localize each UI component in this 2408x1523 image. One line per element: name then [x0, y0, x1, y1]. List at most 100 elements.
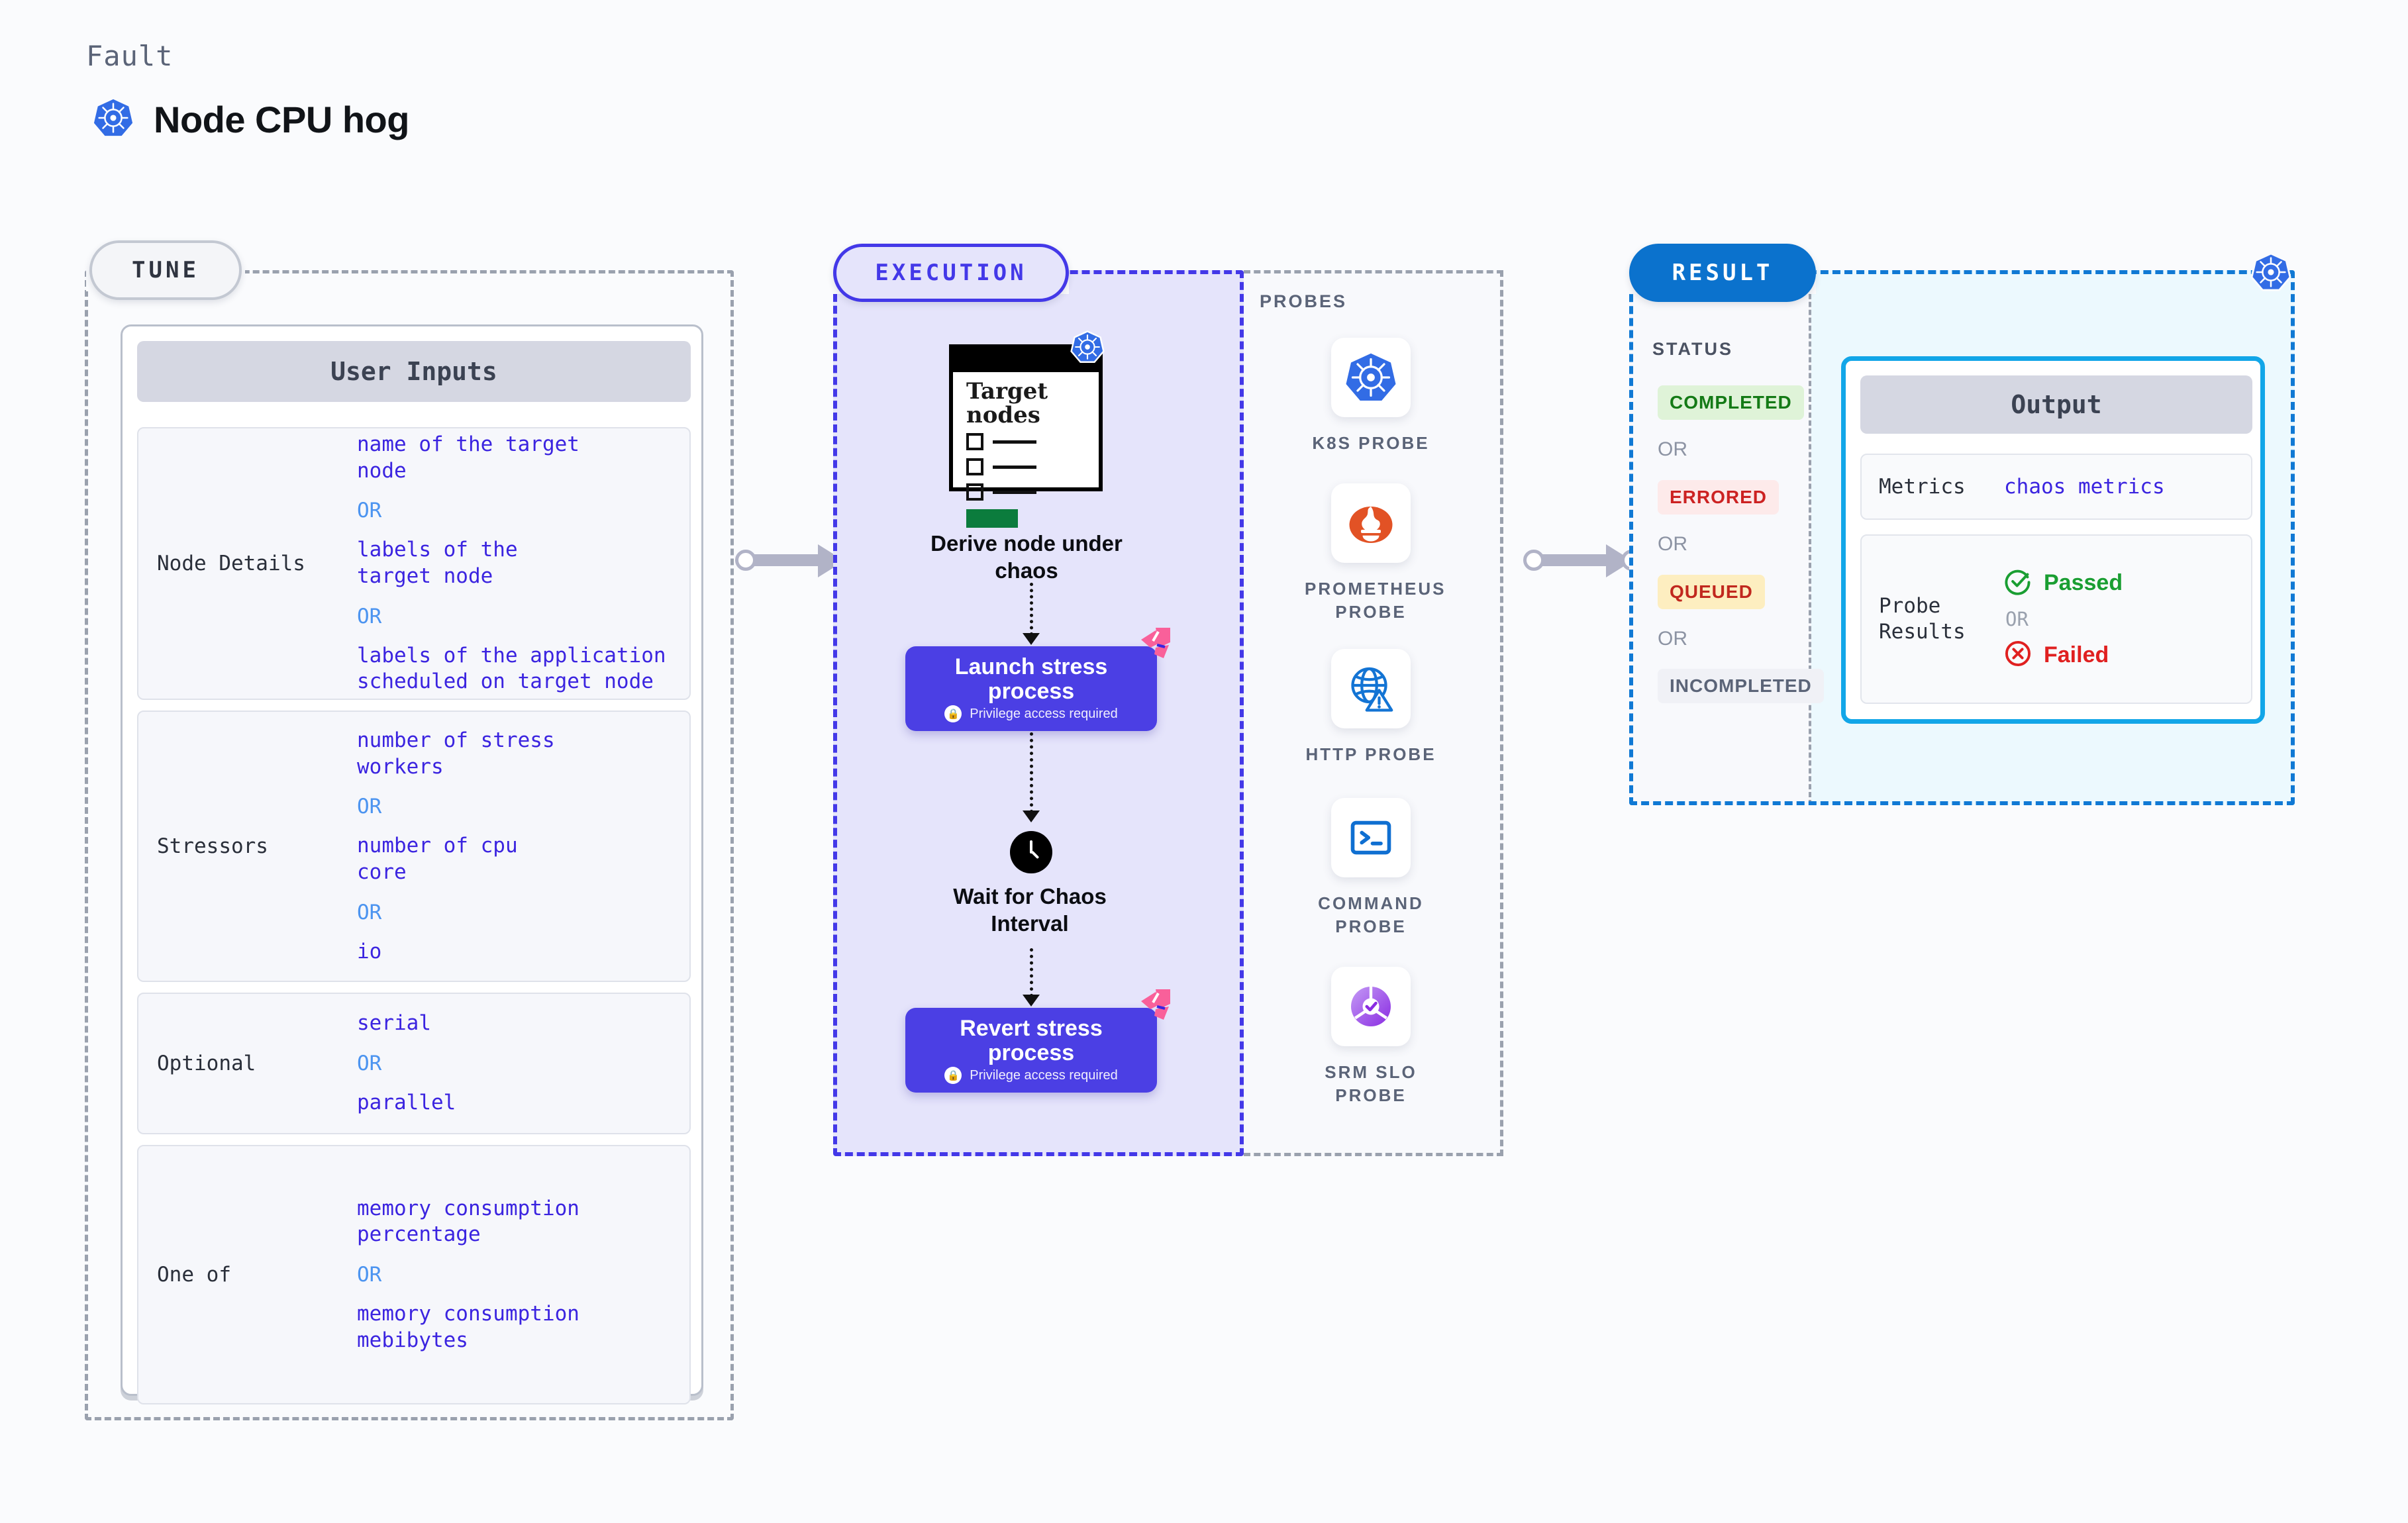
- step-launch-stress-process[interactable]: Launch stress process 🔒 Privilege access…: [905, 646, 1157, 731]
- check-circle-icon: [2004, 567, 2032, 599]
- probe-label: HTTP PROBE: [1305, 744, 1436, 764]
- row-key: Stressors: [157, 834, 268, 858]
- tune-region: [85, 270, 734, 1420]
- probe-label: K8S PROBE: [1312, 433, 1430, 453]
- eyebrow-label: Fault: [86, 40, 174, 72]
- flow-line: [1030, 948, 1033, 997]
- lock-icon: 🔒: [944, 1067, 962, 1085]
- step-title: Launch stress process: [954, 654, 1108, 704]
- or-separator: OR: [357, 1052, 382, 1075]
- step-revert-stress-process[interactable]: Revert stress process 🔒 Privilege access…: [905, 1008, 1157, 1093]
- status-column: [1629, 270, 1811, 805]
- fault-title-row: Node CPU hog: [93, 97, 409, 142]
- or-separator: OR: [1658, 533, 1687, 555]
- probe-result-failed: Failed: [2004, 640, 2123, 671]
- or-separator: OR: [357, 1263, 382, 1287]
- or-separator: OR: [357, 604, 382, 628]
- row-value: memory consumption mebibytes: [357, 1302, 579, 1352]
- result-section-pill[interactable]: RESULT: [1629, 244, 1816, 302]
- privilege-note: Privilege access required: [970, 1067, 1118, 1083]
- line-placeholder: [993, 465, 1036, 469]
- user-inputs-title: User Inputs: [137, 341, 691, 402]
- privilege-note-row: 🔒 Privilege access required: [944, 705, 1118, 723]
- page-title: Node CPU hog: [154, 99, 409, 140]
- list-item: [966, 458, 1036, 475]
- prometheus-icon: [1331, 483, 1411, 563]
- table-row: One of memory consumption percentage OR …: [137, 1145, 691, 1404]
- step-label-wait: Wait for Chaos Interval: [953, 884, 1107, 936]
- probe-failed-label: Failed: [2044, 642, 2109, 667]
- status-badge: ERRORED: [1658, 480, 1780, 515]
- or-separator: OR: [1658, 438, 1687, 460]
- probe-prometheus[interactable]: PROMETHEUS PROBE: [1305, 483, 1446, 624]
- step-label-derive: Derive node under chaos: [930, 531, 1123, 583]
- output-title: Output: [1860, 375, 2252, 434]
- row-value: number of cpu core: [357, 834, 518, 884]
- table-row: Probe Results Passed OR: [1860, 534, 2252, 704]
- table-row: Metrics chaos metrics: [1860, 454, 2252, 520]
- probe-label: PROMETHEUS PROBE: [1305, 579, 1446, 622]
- probe-label: COMMAND PROBE: [1318, 893, 1424, 937]
- kubernetes-icon: [2250, 252, 2291, 296]
- terminal-icon: [1331, 798, 1411, 877]
- probe-results: Passed OR Failed: [2004, 567, 2123, 671]
- chaos-tag-icon: [1129, 989, 1170, 1028]
- execution-section-pill[interactable]: EXECUTION: [833, 244, 1069, 302]
- privilege-note: Privilege access required: [970, 706, 1118, 721]
- line-placeholder: [993, 440, 1036, 444]
- row-key: Node Details: [157, 551, 305, 575]
- arrow-head-icon: [1023, 633, 1040, 645]
- row-values: memory consumption percentage OR memory …: [357, 1180, 689, 1370]
- or-separator: OR: [357, 499, 382, 523]
- probe-result-passed: Passed: [2004, 567, 2123, 599]
- status-badge: QUEUED: [1658, 575, 1765, 609]
- kubernetes-icon: [93, 97, 134, 142]
- status-title: STATUS: [1652, 339, 1733, 359]
- probe-passed-label: Passed: [2044, 570, 2123, 595]
- privilege-note-row: 🔒 Privilege access required: [944, 1067, 1118, 1085]
- checkbox-icon: [966, 483, 983, 501]
- checkbox-icon: [966, 433, 983, 450]
- tune-section-pill[interactable]: TUNE: [89, 240, 242, 300]
- flow-line: [1030, 732, 1033, 813]
- row-value: labels of the target node: [357, 538, 518, 588]
- row-value: io: [357, 939, 382, 963]
- row-values: name of the target node OR labels of the…: [357, 416, 689, 711]
- flow-line: [1030, 583, 1033, 636]
- line-placeholder: [993, 490, 1036, 494]
- table-row: Node Details name of the target node OR …: [137, 427, 691, 700]
- kubernetes-icon: [1070, 330, 1105, 368]
- green-button-placeholder: [966, 509, 1018, 528]
- probes-title: PROBES: [1260, 291, 1348, 311]
- target-nodes-heading: Target nodes: [966, 378, 1048, 428]
- chaos-tag-icon: [1129, 628, 1170, 666]
- probe-http[interactable]: HTTP PROBE: [1305, 649, 1437, 766]
- step-title: Revert stress process: [960, 1015, 1103, 1065]
- probe-command[interactable]: COMMAND PROBE: [1305, 798, 1437, 938]
- output-card: Output Metrics chaos metrics Probe Resul…: [1841, 356, 2265, 724]
- arrow-head-icon: [1023, 995, 1040, 1007]
- kubernetes-icon: [1331, 338, 1411, 417]
- row-value: chaos metrics: [2004, 475, 2165, 499]
- lock-icon: 🔒: [944, 705, 962, 723]
- globe-warning-icon: [1331, 649, 1411, 728]
- status-badge: COMPLETED: [1658, 385, 1804, 420]
- result-region: [1629, 270, 2295, 805]
- probe-srm-slo[interactable]: SRM SLO PROBE: [1305, 967, 1437, 1107]
- status-badge: INCOMPLETED: [1658, 669, 1824, 703]
- row-value: number of stress workers: [357, 728, 555, 779]
- or-separator: OR: [1658, 628, 1687, 650]
- x-circle-icon: [2004, 640, 2032, 671]
- probe-k8s[interactable]: K8S PROBE: [1305, 338, 1437, 455]
- row-key: Metrics: [1879, 474, 1966, 499]
- arrow-head-icon: [1023, 811, 1040, 822]
- page-header: Fault Node CPU hog: [86, 40, 409, 142]
- slo-gauge-icon: [1331, 967, 1411, 1046]
- user-inputs-card: User Inputs Node Details name of the tar…: [121, 324, 703, 1404]
- checkbox-icon: [966, 458, 983, 475]
- table-row: Optional serial OR parallel: [137, 993, 691, 1134]
- row-value: memory consumption percentage: [357, 1196, 579, 1247]
- or-separator: OR: [357, 795, 382, 819]
- or-separator: OR: [357, 900, 382, 924]
- row-key: One of: [157, 1262, 231, 1287]
